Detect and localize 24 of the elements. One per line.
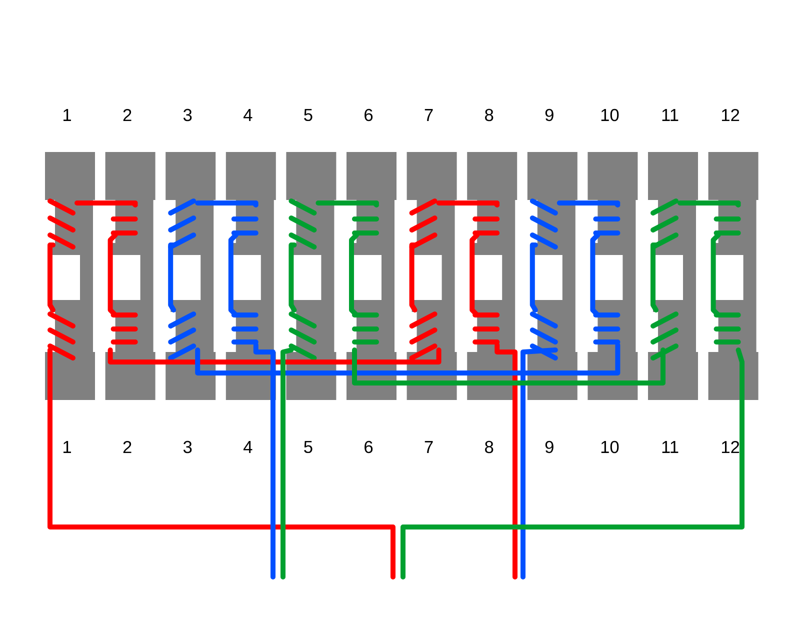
- slot-number: 4: [243, 109, 252, 121]
- slot-number: 3: [183, 108, 192, 122]
- slot-number: 12: [722, 440, 740, 454]
- slot-number: 8: [485, 108, 494, 122]
- slot-number: 2: [123, 108, 132, 122]
- slot-number: 8: [485, 440, 494, 454]
- slot-number: 2: [123, 440, 132, 454]
- slot-number: 1: [64, 441, 71, 453]
- slot-number: 7: [424, 109, 433, 121]
- slot-number: 5: [304, 440, 312, 454]
- slot-number: 9: [545, 108, 554, 122]
- slot-number: 5: [304, 108, 312, 122]
- slot-number: 10: [601, 440, 619, 454]
- slot-number: 9: [545, 440, 554, 454]
- slot-number: 1: [64, 109, 71, 121]
- slot-number: 3: [183, 440, 192, 454]
- slot-number: 10: [601, 108, 619, 122]
- slot-number: 12: [722, 108, 740, 122]
- slot-number: 6: [364, 440, 373, 454]
- slot-number: 11: [662, 441, 678, 453]
- slot-number: 4: [243, 441, 252, 453]
- slot-number: 7: [424, 441, 433, 453]
- slot-number: 11: [662, 109, 678, 121]
- slot-number: 6: [364, 108, 373, 122]
